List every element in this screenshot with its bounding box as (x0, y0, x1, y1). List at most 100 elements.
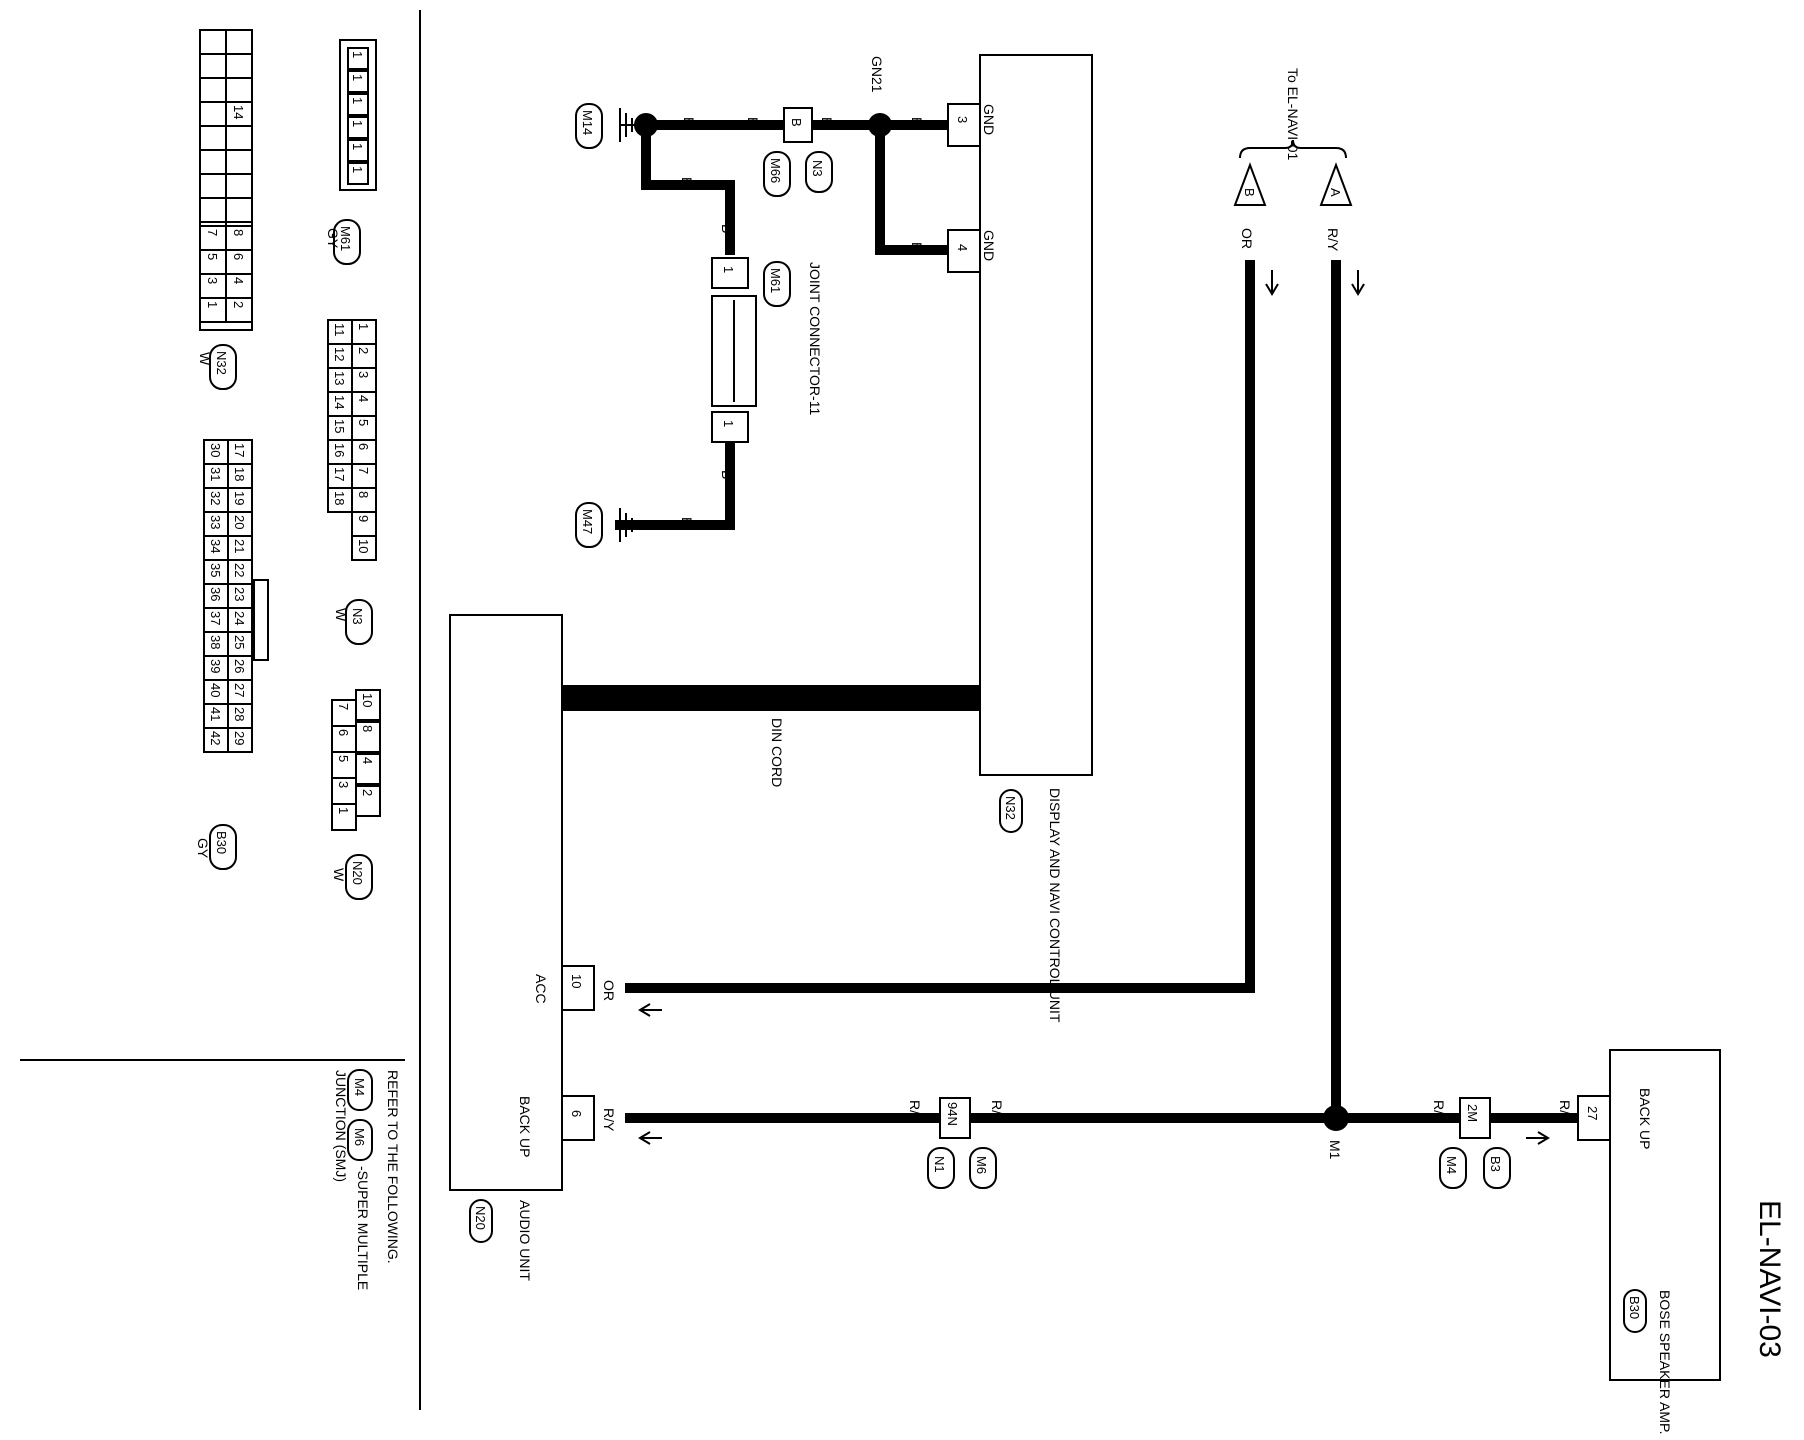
svg-text:BACK UP: BACK UP (1637, 1088, 1653, 1149)
m61-cell (347, 116, 369, 139)
b30-pin-label: 21 (232, 539, 247, 553)
n32-cell (225, 53, 253, 79)
wire-black-gn21-to-pin4 (875, 120, 965, 255)
b30-pin-label: 36 (208, 587, 223, 601)
n32-cell (199, 29, 227, 55)
b30-pin-label: 18 (232, 467, 247, 481)
wire-label-b-7: B (719, 224, 735, 233)
junction-m1-label: M1 (1327, 1140, 1343, 1160)
b30-pin-label: 25 (232, 635, 247, 649)
b30-pin-label: 34 (208, 539, 223, 553)
svg-text:27: 27 (1585, 1106, 1600, 1120)
smj-reference-note: REFER TO THE FOLLOWING. M4 M6 -SUPER MUL… (333, 1069, 401, 1290)
svg-text:A: A (1328, 188, 1343, 197)
svg-text:M6: M6 (352, 1128, 367, 1146)
n3-pin-label: 4 (356, 395, 371, 402)
wire-label-b-2: B (745, 117, 761, 126)
n20-pin-label: 5 (336, 755, 351, 762)
b30-pin-label: 17 (232, 443, 247, 457)
arrow-left-acc (638, 1003, 662, 1017)
b30-pin-label: 35 (208, 563, 223, 577)
audio-unit-body (449, 614, 563, 1191)
svg-text:6: 6 (569, 1110, 584, 1117)
n32-cell (199, 53, 227, 79)
n3-pin-label: 11 (332, 323, 347, 337)
arrow-left-backup (638, 1131, 662, 1145)
audio-terminal-acc: 10 ACC (533, 965, 595, 1011)
b30-cell (203, 679, 229, 705)
junction-gn21-dot (868, 113, 892, 137)
n3-cell (327, 415, 353, 441)
display-terminal-3: 3 GND (947, 103, 997, 147)
wire-black-joint-to-m47 (615, 425, 735, 530)
n20-pin-label: 2 (360, 789, 375, 796)
n32-cell (199, 125, 227, 151)
n20-pin-label: 10 (360, 693, 375, 707)
n20-pin-label: 6 (336, 729, 351, 736)
n3-pin-label: 2 (356, 347, 371, 354)
b30-cell (203, 607, 229, 633)
n32-pin-label: 2 (231, 301, 246, 308)
n3-pin-label: 18 (332, 491, 347, 505)
b30-pin-label: 41 (208, 707, 223, 721)
m61-cell (347, 93, 369, 116)
wire-black-to-joint-connector (641, 120, 735, 255)
n32-pin-label: 6 (231, 253, 246, 260)
b30-cell (227, 535, 253, 561)
n32-cell (225, 173, 253, 199)
svg-text:N20: N20 (473, 1206, 488, 1230)
inline-connector-n1-m6: 94N N1 M6 (927, 1097, 997, 1189)
wire-label-ry-top: R/Y (1325, 228, 1341, 252)
svg-text:JOINT CONNECTOR-11: JOINT CONNECTOR-11 (807, 262, 823, 415)
n3-cell (351, 439, 377, 465)
svg-text:M61: M61 (338, 226, 353, 251)
page-title: EL-NAVI-03 (1753, 1200, 1786, 1358)
svg-text:1: 1 (721, 266, 736, 273)
n32-cell (225, 125, 253, 151)
n3-pin-label: 8 (356, 491, 371, 498)
wire-label-or-top: OR (1239, 228, 1255, 249)
svg-text:N1: N1 (932, 1156, 947, 1173)
n3-pin-label: 14 (332, 395, 347, 409)
wire-label-ry-n1-left: R/Y (907, 1100, 923, 1124)
n32-pin-label: 5 (205, 253, 220, 260)
n32-cell (225, 197, 253, 223)
m61-pin-label: 1 (350, 166, 365, 173)
ground-m47-symbol: M47 (575, 502, 633, 548)
m61-pin-label: 1 (350, 74, 365, 81)
svg-text:4: 4 (955, 244, 970, 251)
b30-pin-label: 32 (208, 491, 223, 505)
b30-cell (203, 583, 229, 609)
svg-text:1: 1 (721, 420, 736, 427)
n3-pin-label: 1 (356, 323, 371, 330)
n32-cell (225, 149, 253, 175)
b30-pin-label: 37 (208, 611, 223, 625)
n3-cell (327, 367, 353, 393)
display-terminal-4: 4 GND (947, 229, 997, 273)
n32-pin-label: 7 (205, 229, 220, 236)
n3-cell (351, 535, 377, 561)
display-navi-unit-code-badge: N32 (999, 789, 1023, 833)
audio-unit-code-badge: N20 (469, 1199, 493, 1243)
n32-cell (199, 101, 227, 127)
n20-cell (331, 725, 357, 753)
m61-pin-label: 1 (350, 143, 365, 150)
n32-pin-label: 3 (205, 277, 220, 284)
n3-pin-label: 13 (332, 371, 347, 385)
wire-label-or-acc: OR (601, 980, 617, 1001)
bose-amp-name: BOSE SPEAKER AMP. (1657, 1290, 1673, 1434)
n32-cell (199, 225, 227, 251)
wire-label-b-4: B (909, 117, 925, 126)
svg-text:10: 10 (569, 974, 584, 988)
display-navi-unit-name: DISPLAY AND NAVI CONTROL UNIT (1047, 788, 1063, 1023)
wire-label-ry-amp: R/Y (1557, 1100, 1573, 1124)
n32-pin-label: 4 (231, 277, 246, 284)
n3-pin-label: 9 (356, 515, 371, 522)
wire-label-b-3: B (819, 117, 835, 126)
svg-text:M4: M4 (352, 1078, 367, 1096)
b30-pin-label: 26 (232, 659, 247, 673)
b30-pin-label: 38 (208, 635, 223, 649)
n3-cell (327, 391, 353, 417)
